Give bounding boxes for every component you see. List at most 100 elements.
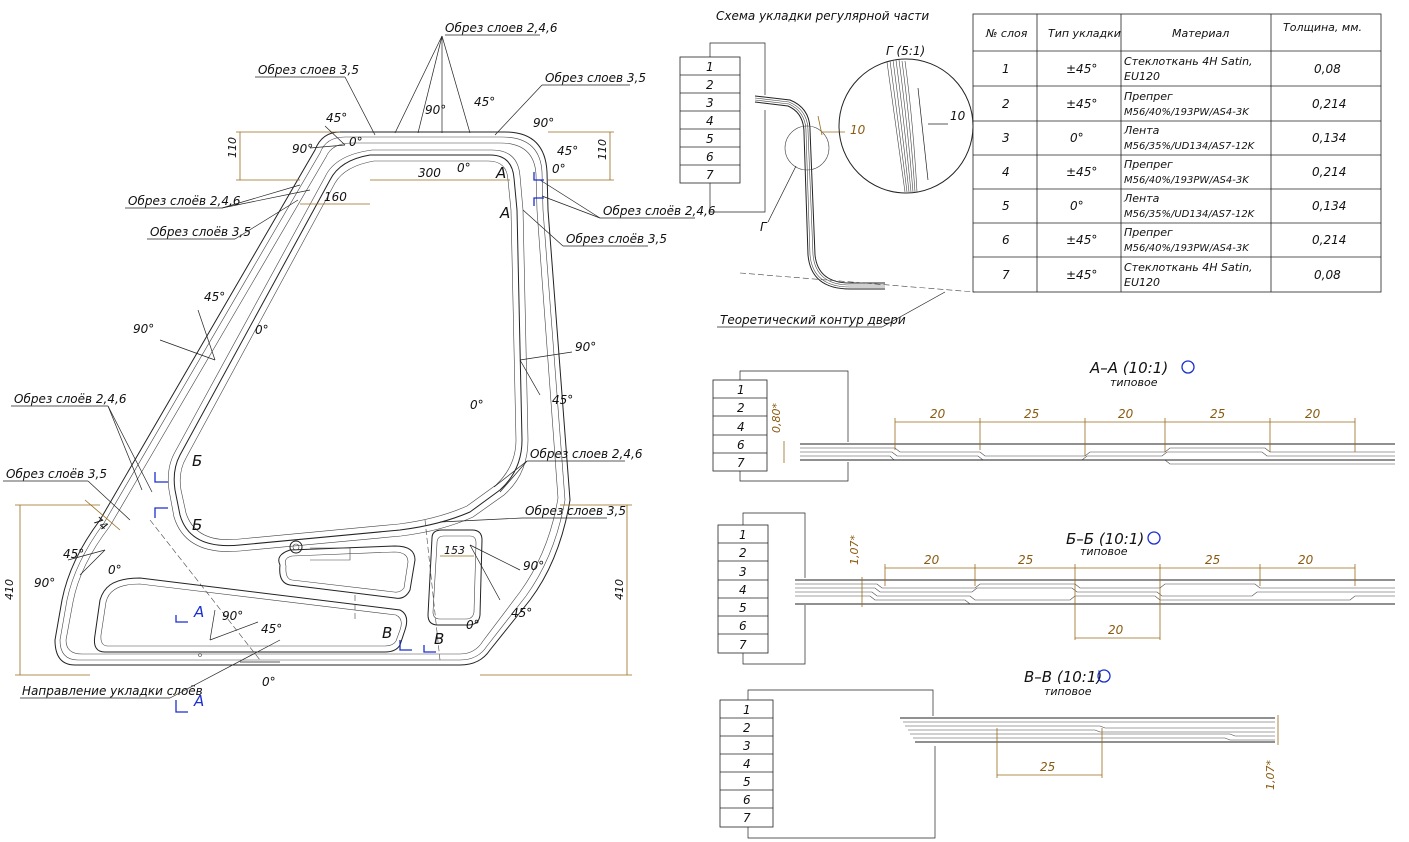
label-trim-35-left-upper: Обрез слоёв 3,5 — [150, 225, 251, 239]
table-header-type: Тип укладки — [1048, 27, 1121, 40]
scheme-contour-label: Теоретический контур двери — [720, 313, 906, 327]
door-dimensions: 110 110 300 160 410 410 74 153 — [3, 131, 632, 676]
label-layup-direction: Направление укладки слоёв — [22, 684, 203, 698]
row-1-mat1: Стеклоткань 4H Satin, — [1124, 55, 1253, 68]
table-row: 6 ±45° Препрег M56/40%/193PW/AS4-3K 0,21… — [1002, 226, 1346, 254]
direction-arrows — [67, 125, 573, 663]
table-header-thickness: Толщина, мм. — [1283, 21, 1362, 34]
aa-dim-25-1: 25 — [1024, 407, 1039, 421]
vv-dim-25: 25 — [1040, 760, 1055, 774]
aa-dim-080: 0,80* — [770, 403, 783, 433]
scheme-layer-4: 4 — [706, 114, 714, 128]
section-v-right: В — [434, 630, 444, 648]
row-6-mat2: M56/40%/193PW/AS4-3K — [1124, 243, 1250, 254]
aa-layer-7: 7 — [737, 456, 745, 470]
table-row: 7 ±45° Стеклоткань 4H Satin, EU120 0,08 — [1002, 261, 1341, 289]
angle-0-f: 0° — [108, 563, 122, 577]
bb-dim-107: 1,07* — [848, 535, 861, 565]
scheme-g-label: Г — [760, 220, 768, 234]
door-frame — [54, 131, 571, 666]
section-bb: Б–Б (10:1) типовое 1 2 3 4 5 6 7 1,07* — [717, 512, 1395, 665]
table-row: 1 ±45° Стеклоткань 4H Satin, EU120 0,08 — [1002, 55, 1341, 83]
label-trim-35-top-left: Обрез слоев 3,5 — [258, 63, 359, 77]
label-trim-246-top: Обрез слоев 2,4,6 — [445, 21, 558, 35]
angle-90-h: 90° — [523, 559, 544, 573]
angle-45-g: 45° — [261, 622, 282, 636]
table-header-material: Материал — [1172, 27, 1229, 40]
label-trim-35-right-upper: Обрез слоёв 3,5 — [566, 232, 667, 246]
section-a-bottom: А — [193, 603, 204, 621]
scheme-dim-10: 10 — [850, 123, 866, 137]
dim-110-right: 110 — [596, 139, 609, 160]
section-a-top-2: А — [499, 204, 510, 222]
row-3-mat2: M56/35%/UD134/AS7-12K — [1124, 141, 1256, 152]
row-3-mat1: Лента — [1123, 124, 1160, 137]
bb-layer-5: 5 — [739, 601, 747, 615]
aa-dim-20-2: 20 — [1118, 407, 1134, 421]
table-row: 4 ±45° Препрег M56/40%/193PW/AS4-3K 0,21… — [1002, 158, 1346, 186]
dim-410-right: 410 — [613, 579, 626, 600]
row-7-thk: 0,08 — [1314, 268, 1341, 282]
bb-dim-25-2: 25 — [1205, 553, 1220, 567]
scheme-layer-7: 7 — [706, 168, 714, 182]
scheme-title: Схема укладки регулярной части — [716, 9, 929, 23]
section-aa: А–А (10:1) типовое 1 2 4 6 7 0,80* 20 25… — [712, 359, 1395, 482]
angle-45-h: 45° — [511, 606, 532, 620]
bb-dim-25-1: 25 — [1018, 553, 1033, 567]
angle-45-c: 45° — [557, 144, 578, 158]
label-trim-246-right-upper: Обрез слоёв 2,4,6 — [603, 204, 716, 218]
bb-layer-1: 1 — [739, 528, 747, 542]
aa-dim-20-3: 20 — [1305, 407, 1321, 421]
row-4-mat2: M56/40%/193PW/AS4-3K — [1124, 175, 1250, 186]
row-2-mat2: M56/40%/193PW/AS4-3K — [1124, 107, 1250, 118]
angle-90-c: 90° — [533, 116, 554, 130]
section-b-bottom: Б — [192, 516, 202, 534]
row-1-n: 1 — [1002, 62, 1010, 76]
angle-90-f: 90° — [34, 576, 55, 590]
angle-0-c: 0° — [552, 162, 566, 176]
row-7-type: ±45° — [1066, 268, 1097, 282]
aa-layer-1: 1 — [737, 383, 745, 397]
row-7-mat1: Стеклоткань 4H Satin, — [1124, 261, 1253, 274]
table-row: 2 ±45° Препрег M56/40%/193PW/AS4-3K 0,21… — [1002, 90, 1346, 118]
dim-300: 300 — [418, 166, 441, 180]
row-7-n: 7 — [1002, 268, 1010, 282]
row-1-thk: 0,08 — [1314, 62, 1341, 76]
row-6-n: 6 — [1002, 233, 1010, 247]
row-3-thk: 0,134 — [1312, 131, 1346, 145]
row-7-mat2: EU120 — [1124, 276, 1160, 289]
row-3-n: 3 — [1002, 131, 1010, 145]
row-6-thk: 0,214 — [1312, 233, 1346, 247]
row-6-type: ±45° — [1066, 233, 1097, 247]
dim-410-left: 410 — [3, 579, 16, 600]
label-trim-246-left-upper: Обрез слоёв 2,4,6 — [128, 194, 241, 208]
table-row: 3 0° Лента M56/35%/UD134/AS7-12K 0,134 — [1002, 124, 1346, 152]
bb-layer-2: 2 — [739, 546, 747, 560]
section-markers: А А Б Б А А В В — [154, 164, 544, 713]
section-b-top: Б — [192, 452, 202, 470]
row-2-n: 2 — [1002, 97, 1010, 111]
angle-45-e: 45° — [552, 393, 573, 407]
angle-45-f: 45° — [63, 547, 84, 561]
aa-layer-2: 2 — [737, 401, 745, 415]
bb-layer-6: 6 — [739, 619, 747, 633]
label-trim-246-left-lower: Обрез слоёв 2,4,6 — [14, 392, 127, 406]
bb-dim-20-2: 20 — [1298, 553, 1314, 567]
angle-90-a: 90° — [292, 142, 313, 156]
layer-table: № слоя Тип укладки Материал Толщина, мм.… — [972, 13, 1382, 293]
angle-90-e: 90° — [575, 340, 596, 354]
bb-dim-20-3: 20 — [1108, 623, 1124, 637]
bb-dim-20-1: 20 — [924, 553, 940, 567]
aa-dim-20-1: 20 — [930, 407, 946, 421]
angle-0-d: 0° — [255, 323, 269, 337]
section-vv: В–В (10:1) типовое 1 2 3 4 5 6 7 1,07* 2… — [719, 668, 1279, 839]
row-3-type: 0° — [1070, 131, 1084, 145]
bb-layer-3: 3 — [739, 565, 747, 579]
row-4-mat1: Препрег — [1124, 158, 1173, 171]
section-a-bottom-2: А — [193, 692, 204, 710]
row-4-n: 4 — [1002, 165, 1010, 179]
label-trim-246-right-lower: Обрез слоев 2,4,6 — [530, 447, 643, 461]
vv-layer-1: 1 — [743, 703, 751, 717]
row-2-mat1: Препрег — [1124, 90, 1173, 103]
